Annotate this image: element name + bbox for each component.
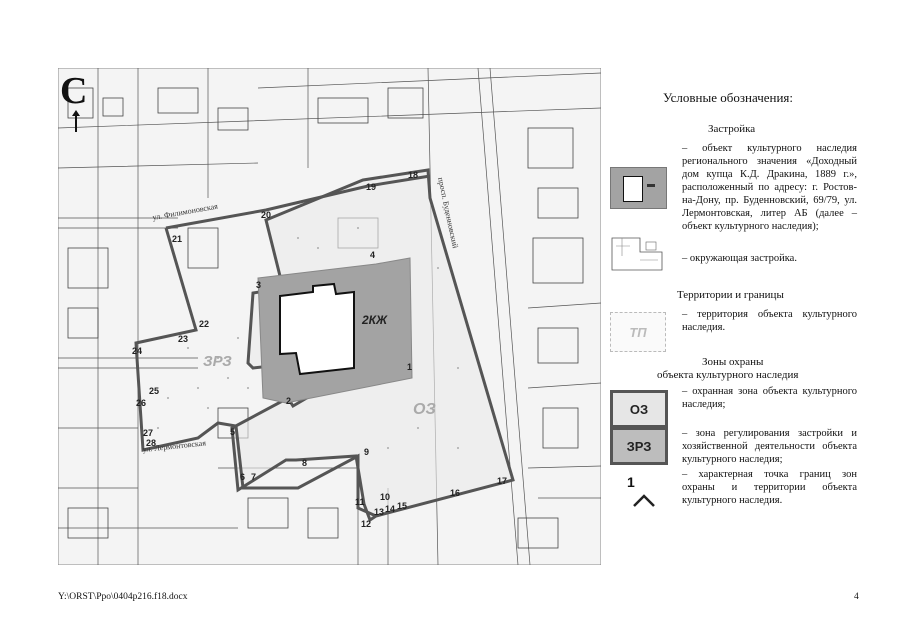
- point-text: – характерная точка границ зон охраны и …: [682, 469, 857, 506]
- zrz-symbol-label: ЗРЗ: [626, 438, 652, 454]
- oz-symbol-label: ОЗ: [629, 401, 649, 417]
- legend-section-zones-2: объекта культурного наследия: [657, 369, 799, 381]
- zrz-boundary-line: [165, 174, 431, 230]
- point-11: 11: [355, 497, 365, 507]
- north-letter: С: [60, 70, 88, 112]
- tp-symbol-label: ТП: [629, 324, 647, 340]
- point-27: 27: [143, 428, 153, 438]
- kzh-zone-label: 2КЖ: [361, 313, 388, 327]
- zrz-dotted-area: [157, 227, 459, 449]
- point-19: 19: [366, 182, 376, 192]
- point-16: 16: [450, 488, 460, 498]
- heritage-object-text: – объект культурного наследия региональн…: [682, 143, 857, 232]
- point-22: 22: [199, 319, 209, 329]
- zrz-west-boundary: [134, 227, 377, 518]
- point-4: 4: [370, 250, 375, 260]
- point-26: 26: [136, 398, 146, 408]
- point-14: 14: [385, 504, 395, 514]
- point-18: 18: [408, 170, 418, 180]
- oz-text: – охранная зона объекта культурного насл…: [682, 386, 857, 410]
- point-6: 6: [240, 472, 245, 482]
- point-7: 7: [251, 472, 256, 482]
- north-arrow-icon: [72, 110, 80, 132]
- tp-zone-label: ТП: [298, 307, 318, 323]
- point-23: 23: [178, 334, 188, 344]
- point-9: 9: [364, 447, 369, 457]
- zrz-text: – зона регулирования застройки и хозяйст…: [682, 428, 857, 465]
- point-1: 1: [407, 362, 412, 372]
- tp-territory-symbol: ТП: [610, 312, 666, 352]
- zrz-zone-symbol: ЗРЗ: [610, 427, 668, 465]
- legend-section-zones-1: Зоны охраны: [702, 356, 764, 368]
- point-24: 24: [132, 346, 142, 356]
- territory-text: – территория объекта культурного наследи…: [682, 309, 857, 333]
- legend-section-territories: Территории и границы: [677, 289, 784, 301]
- heritage-building: [279, 282, 355, 376]
- point-20: 20: [261, 210, 271, 220]
- point-15: 15: [397, 501, 407, 511]
- point-10: 10: [380, 492, 390, 502]
- point-13: 13: [374, 507, 384, 517]
- point-8: 8: [302, 458, 307, 468]
- page-number: 4: [854, 592, 859, 602]
- legend-section-building: Застройка: [708, 123, 756, 135]
- heritage-object-symbol: [610, 167, 667, 209]
- point-2: 2: [286, 396, 291, 406]
- site-plan-map: ТП 2КЖ ЗРЗ ОЗ ул. Филимоновская ул. Лерм…: [58, 68, 601, 565]
- surrounding-buildings-symbol: [611, 237, 663, 271]
- point-28: 28: [146, 438, 156, 448]
- surrounding-buildings-text: – окружающая застройка.: [682, 253, 797, 264]
- oz-zone-label: ОЗ: [413, 401, 436, 418]
- point-17: 17: [497, 476, 507, 486]
- point-21: 21: [172, 234, 182, 244]
- zrz-zone-label: ЗРЗ: [203, 353, 232, 370]
- point-3: 3: [256, 280, 261, 290]
- point-12: 12: [361, 519, 371, 529]
- point-5: 5: [230, 427, 235, 437]
- document-path: Y:\ORST\Ppo\0404p216.f18.docx: [58, 592, 188, 602]
- boundary-point-icon: [633, 494, 655, 507]
- point-25: 25: [149, 386, 159, 396]
- boundary-points: 1 2 3 4 5 6 7 8 9 10 11 12 13 14 15 16 1…: [132, 170, 507, 529]
- legend-title: Условные обозначения:: [663, 90, 794, 105]
- point-symbol-label: 1: [627, 474, 635, 490]
- legend: Условные обозначения: Застройка – объект…: [605, 0, 905, 600]
- oz-zone-symbol: ОЗ: [610, 390, 668, 428]
